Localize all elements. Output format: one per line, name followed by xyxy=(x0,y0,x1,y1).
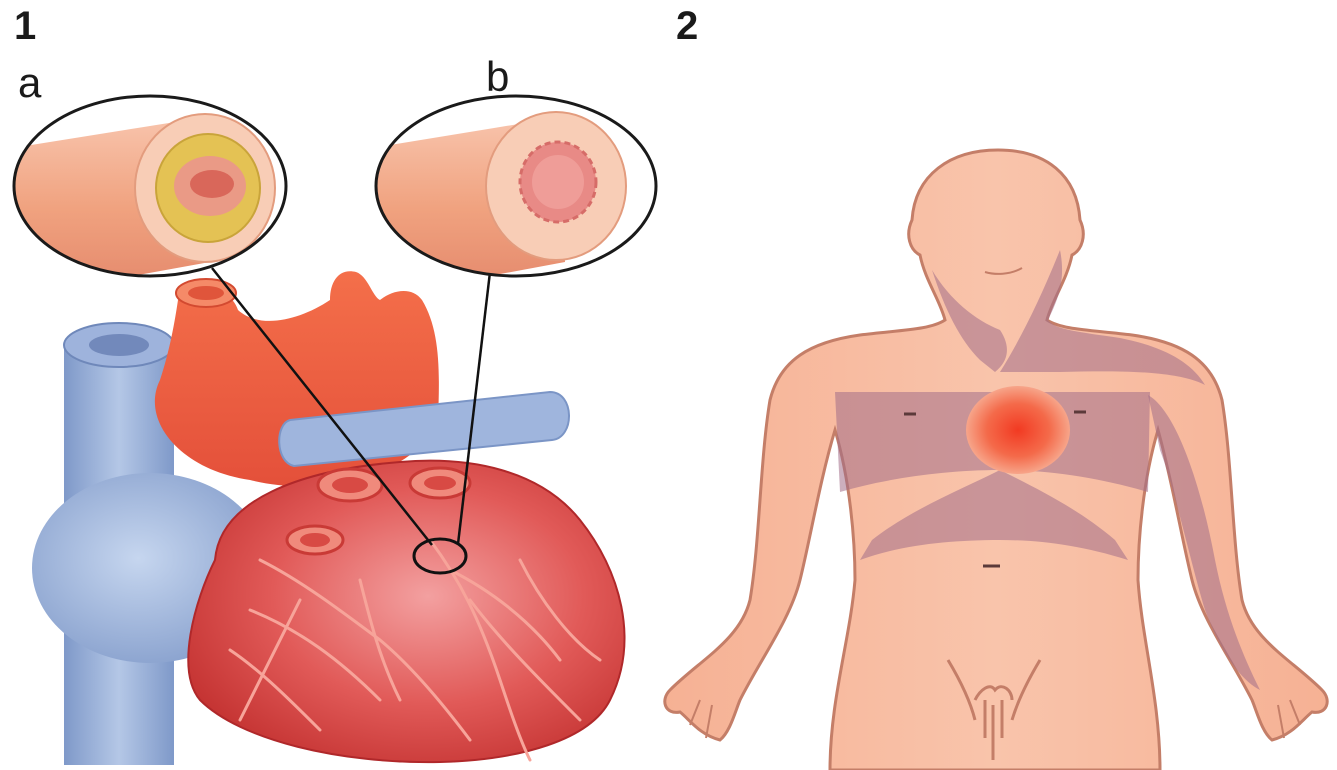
chest-pain-focus xyxy=(966,386,1070,474)
inset-a-narrowed-artery xyxy=(0,96,286,300)
heart-muscle xyxy=(188,461,624,762)
inset-b-normal-artery xyxy=(360,96,656,300)
heart-diagram xyxy=(32,268,624,765)
body-figure xyxy=(665,150,1327,770)
